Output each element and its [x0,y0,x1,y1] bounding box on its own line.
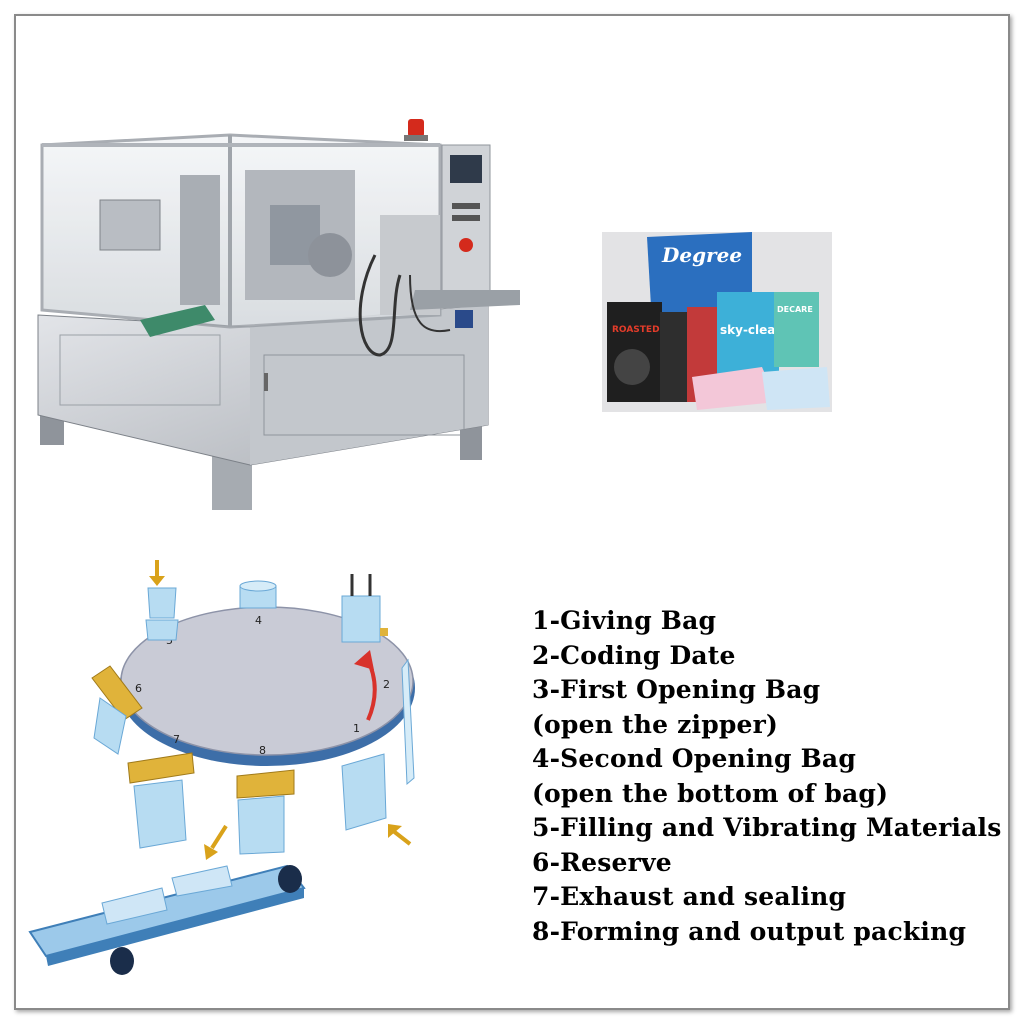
station-number-7: 7 [173,733,180,746]
step-3-note: (open the zipper) [532,709,779,739]
packing-machine-illustration [37,119,520,510]
step-3-first-opening-bag: 3-First Opening Bag [532,675,821,704]
step-8-forming-output: 8-Forming and output packing [532,916,967,946]
step-4-note: (open the bottom of bag) [532,778,889,808]
step-1-giving-bag: 1-Giving Bag [532,606,717,635]
roasted-pouch-label: ROASTED [612,325,660,335]
station-number-8: 8 [259,744,266,757]
step-6-reserve: 6-Reserve [532,847,672,877]
station-number-6: 6 [135,682,142,695]
station-number-2: 2 [383,678,390,691]
decare-pouch-label: DECARE [777,305,813,314]
step-7-exhaust-sealing: 7-Exhaust and sealing [532,882,847,911]
station-number-1: 1 [353,722,360,735]
step-4-second-opening-bag: 4-Second Opening Bag [532,744,856,773]
step-5-filling: 5-Filling and Vibrating Materials [532,813,1002,842]
rotary-process-diagram: 1 2 3 4 5 6 7 8 [28,560,415,975]
product-pouches-photo: Degree ROASTED sky-clean DECARE [602,232,832,412]
degree-pouch-label: Degree [661,243,742,267]
sky-clean-pouch-label: sky-clean [720,323,784,337]
station-number-4: 4 [255,614,262,627]
step-2-coding-date: 2-Coding Date [532,640,736,670]
process-steps-list: 1-Giving Bag 2-Coding Date 3-First Openi… [532,604,1002,949]
